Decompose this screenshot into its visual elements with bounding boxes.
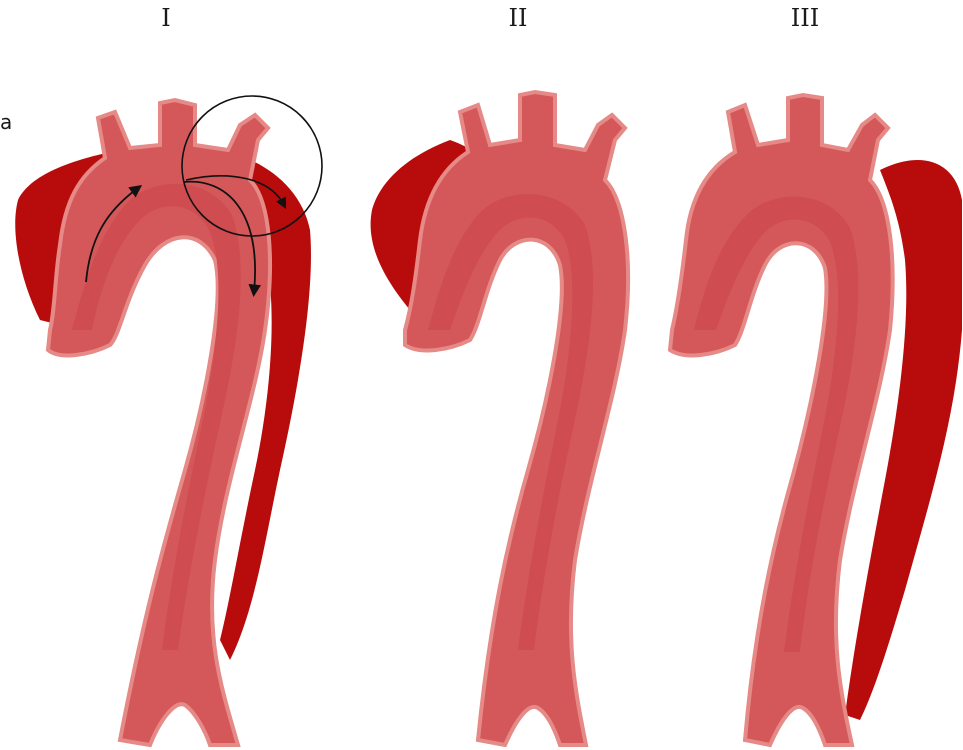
aorta-type-3 (670, 95, 962, 745)
aorta-type-2 (371, 92, 628, 745)
aorta-body-type-2 (405, 92, 628, 745)
aorta-type-1 (15, 96, 322, 745)
